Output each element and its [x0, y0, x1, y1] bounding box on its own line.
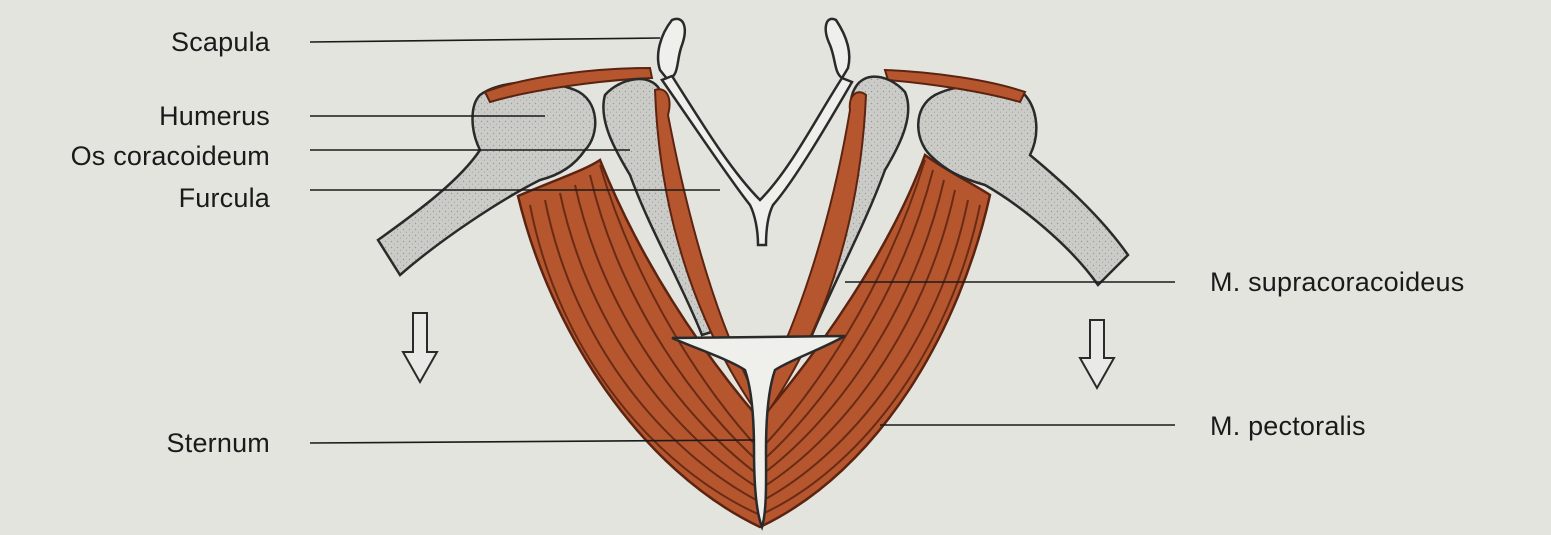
left-down-arrow-icon	[403, 313, 437, 382]
label-sternum: Sternum	[167, 427, 270, 459]
right-down-arrow-icon	[1080, 320, 1114, 388]
right-scapula	[826, 19, 850, 78]
label-furcula: Furcula	[179, 182, 270, 214]
label-scapula: Scapula	[171, 26, 270, 58]
label-os-coracoideum: Os coracoideum	[71, 140, 270, 172]
left-scapula	[658, 19, 685, 80]
label-humerus: Humerus	[159, 100, 270, 132]
label-m-supracoracoideus: M. supracoracoideus	[1210, 266, 1464, 298]
label-m-pectoralis: M. pectoralis	[1210, 410, 1366, 442]
